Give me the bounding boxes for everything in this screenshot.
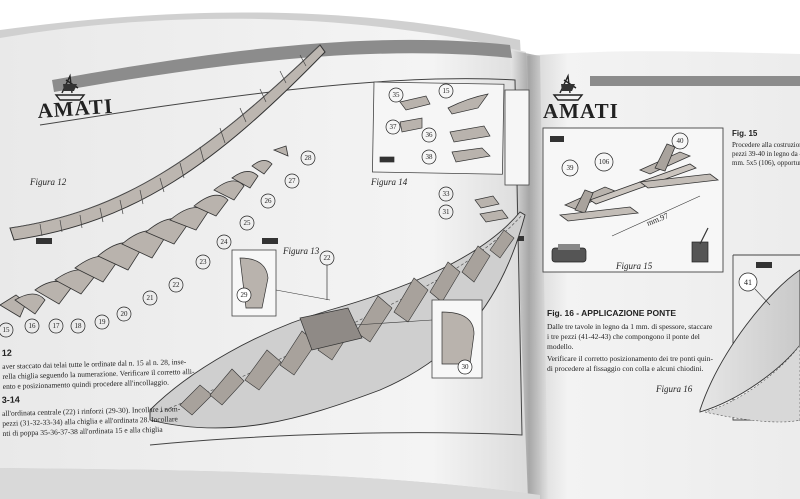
part-21: 21	[147, 294, 155, 302]
figura-15-callouts: 39 106 40	[561, 132, 689, 177]
section-12-text: 12 aver staccato dai telai tutte le ordi…	[2, 348, 195, 391]
fig16-line-4: Verificare il corretto posizionamento de…	[547, 354, 713, 363]
glue-icon-12	[36, 238, 52, 244]
figura-14-parts	[379, 93, 491, 163]
section-13-14-text: 3-14 all'ordinata centrale (22) i rinfor…	[2, 394, 181, 438]
part-15: 15	[3, 326, 11, 334]
part-27: 27	[289, 177, 297, 185]
detail-box-29: 29	[231, 249, 331, 317]
callout-22: 22	[319, 250, 335, 300]
fig16-title: Fig. 16 - APPLICAZIONE PONTE	[547, 308, 676, 318]
part-26: 26	[265, 197, 273, 205]
dimension-line	[611, 195, 701, 237]
fig15-line-2: pezzi 39-40 in legno da 4 mm.	[732, 150, 800, 158]
fig16-line-2: i tre pezzi (41-42-43) che compongono il…	[547, 332, 700, 341]
section-12-heading: 12	[2, 348, 12, 358]
figura-14-label: Figura 14	[370, 177, 408, 187]
figura-12-label: Figura 12	[29, 177, 67, 187]
amati-logo-right	[552, 73, 584, 101]
part-15b: 15	[443, 87, 451, 95]
brand-left: AMATI	[37, 94, 114, 123]
part-40: 40	[677, 137, 685, 145]
amati-logo-left	[54, 73, 86, 101]
glue-icon-13	[262, 238, 278, 244]
part-41: 41	[744, 278, 752, 287]
part-39: 39	[567, 164, 575, 172]
fig16-line-1: Dalle tre tavole in legno da 1 mm. di sp…	[547, 322, 713, 331]
figura-14-callouts: 35 37 15 36 38	[385, 83, 454, 165]
glue-icon-15	[550, 136, 564, 142]
section-12-line-3: ento e posizionamento quindi procedere a…	[3, 378, 170, 391]
figura-15-label: Figura 15	[615, 261, 653, 271]
part-28: 28	[305, 154, 313, 162]
part-20: 20	[121, 310, 129, 318]
section-13-14-line-3: nti di poppa 35-36-37-38 all'ordinata 15…	[2, 425, 163, 438]
svg-text:22: 22	[324, 254, 332, 262]
part-25: 25	[244, 219, 252, 227]
part-37: 37	[390, 123, 398, 131]
fig16-text: Fig. 16 - APPLICAZIONE PONTE Dalle tre t…	[547, 308, 713, 373]
brand-right: AMATI	[543, 99, 619, 123]
glue-pot-icon	[691, 227, 709, 263]
part-23: 23	[200, 258, 208, 266]
part-35: 35	[393, 91, 401, 99]
right-header-bar	[590, 76, 800, 86]
section-13-14-heading: 3-14	[2, 394, 20, 404]
part-33: 33	[443, 190, 451, 198]
part-24: 24	[221, 238, 229, 246]
svg-text:30: 30	[462, 363, 470, 371]
part-16: 16	[29, 322, 37, 330]
part-38: 38	[426, 153, 434, 161]
part-number-callouts: 15 16 17 18 19 20 21 22 23 24 25 26 27 2…	[0, 150, 316, 338]
left-diagram-frame	[39, 78, 523, 446]
figura-16-deck: 41	[699, 269, 800, 423]
fig15-title: Fig. 15	[732, 129, 758, 138]
part-22: 22	[173, 281, 181, 289]
part-31: 31	[443, 208, 451, 216]
fig16-line-5: di procedere al fissaggio con colla e al…	[547, 364, 704, 373]
ordinate-frames	[0, 145, 289, 318]
part-17: 17	[53, 322, 61, 330]
detail-box-30: 30	[354, 299, 483, 379]
clamp-icon	[551, 244, 587, 263]
figura-12-keel	[9, 44, 326, 241]
fig15-side-text: Fig. 15 Procedere alla costruzione del p…	[732, 129, 800, 167]
fig15-line-1: Procedere alla costruzione del	[732, 141, 800, 149]
fig15-line-3: mm. 5x5 (106), opportunament	[732, 159, 800, 167]
figura-13-hull	[149, 211, 526, 429]
part-19: 19	[99, 318, 107, 326]
left-header-bar	[52, 39, 512, 92]
figura-15-stand	[558, 143, 720, 222]
figura-16-label: Figura 16	[655, 384, 693, 394]
svg-text:29: 29	[241, 291, 249, 299]
part-18: 18	[75, 322, 83, 330]
part-106: 106	[599, 158, 610, 166]
fig16-line-3: modello.	[547, 342, 574, 351]
part-36: 36	[426, 131, 434, 139]
glue-icon-16	[756, 262, 772, 268]
figura-13-label: Figura 13	[282, 246, 320, 256]
